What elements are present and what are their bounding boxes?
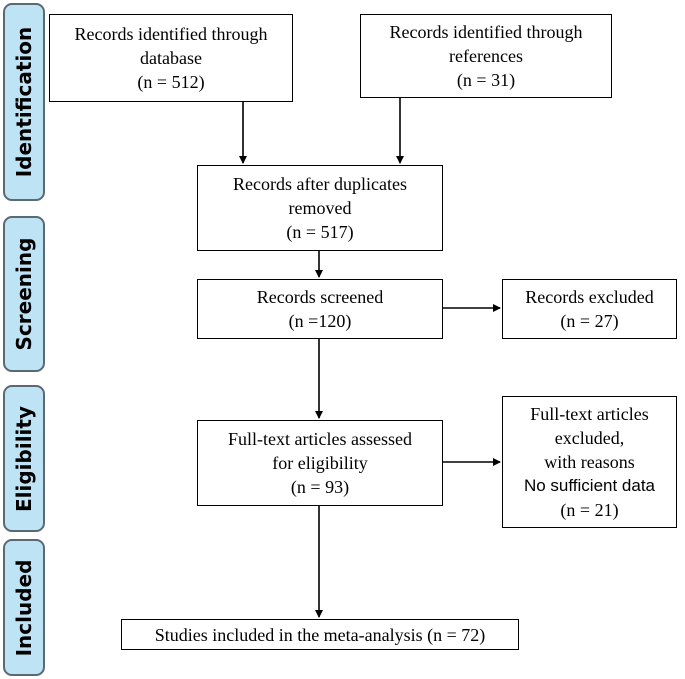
box-database-line2: database: [140, 48, 202, 68]
box-studies-included: Studies included in the meta-analysis (n…: [121, 619, 519, 650]
stage-tab-screening: Screening: [3, 216, 45, 372]
box-fulltext-excluded-line2: excluded,: [554, 428, 625, 448]
box-references-line1: Records identified through: [389, 22, 583, 42]
box-fulltext-excluded: Full-text articles excluded, with reason…: [502, 396, 677, 528]
box-database-line1: Records identified through: [74, 24, 268, 44]
stage-tab-included: Included: [3, 539, 45, 676]
box-screened-line1: Records screened: [256, 287, 384, 307]
box-fulltext-excluded-line3: with reasons: [544, 452, 635, 472]
box-fulltext-assessed: Full-text articles assessed for eligibil…: [197, 420, 443, 506]
box-database-line3: (n = 512): [137, 72, 205, 92]
box-fulltext-excluded-line1: Full-text articles: [530, 404, 649, 424]
stage-tab-identification: Identification: [3, 3, 45, 201]
stage-tab-eligibility: Eligibility: [3, 385, 45, 532]
box-fulltext-excluded-line5: (n = 21): [560, 500, 619, 520]
box-duplicates-line1: Records after duplicates: [233, 174, 407, 194]
box-fulltext-line2: for eligibility: [272, 453, 368, 473]
box-fulltext-line3: (n = 93): [290, 477, 350, 497]
box-records-references: Records identified through references (n…: [360, 14, 612, 98]
box-fulltext-line1: Full-text articles assessed: [228, 429, 412, 449]
box-included-line1: Studies included in the meta-analysis (n…: [154, 624, 486, 645]
box-records-after-duplicates: Records after duplicates removed (n = 51…: [197, 165, 443, 251]
box-excluded-line2: (n = 27): [560, 311, 619, 331]
box-records-database: Records identified through database (n =…: [49, 14, 293, 102]
box-excluded-line1: Records excluded: [525, 287, 654, 307]
box-duplicates-line3: (n = 517): [286, 222, 354, 242]
box-records-excluded: Records excluded (n = 27): [502, 279, 677, 339]
box-fulltext-excluded-line4: No sufficient data: [523, 476, 656, 495]
box-duplicates-line2: removed: [288, 198, 352, 218]
box-references-line2: references: [449, 46, 523, 66]
box-records-screened: Records screened (n =120): [197, 279, 443, 339]
box-screened-line2: (n =120): [288, 311, 352, 331]
box-references-line3: (n = 31): [456, 70, 516, 90]
